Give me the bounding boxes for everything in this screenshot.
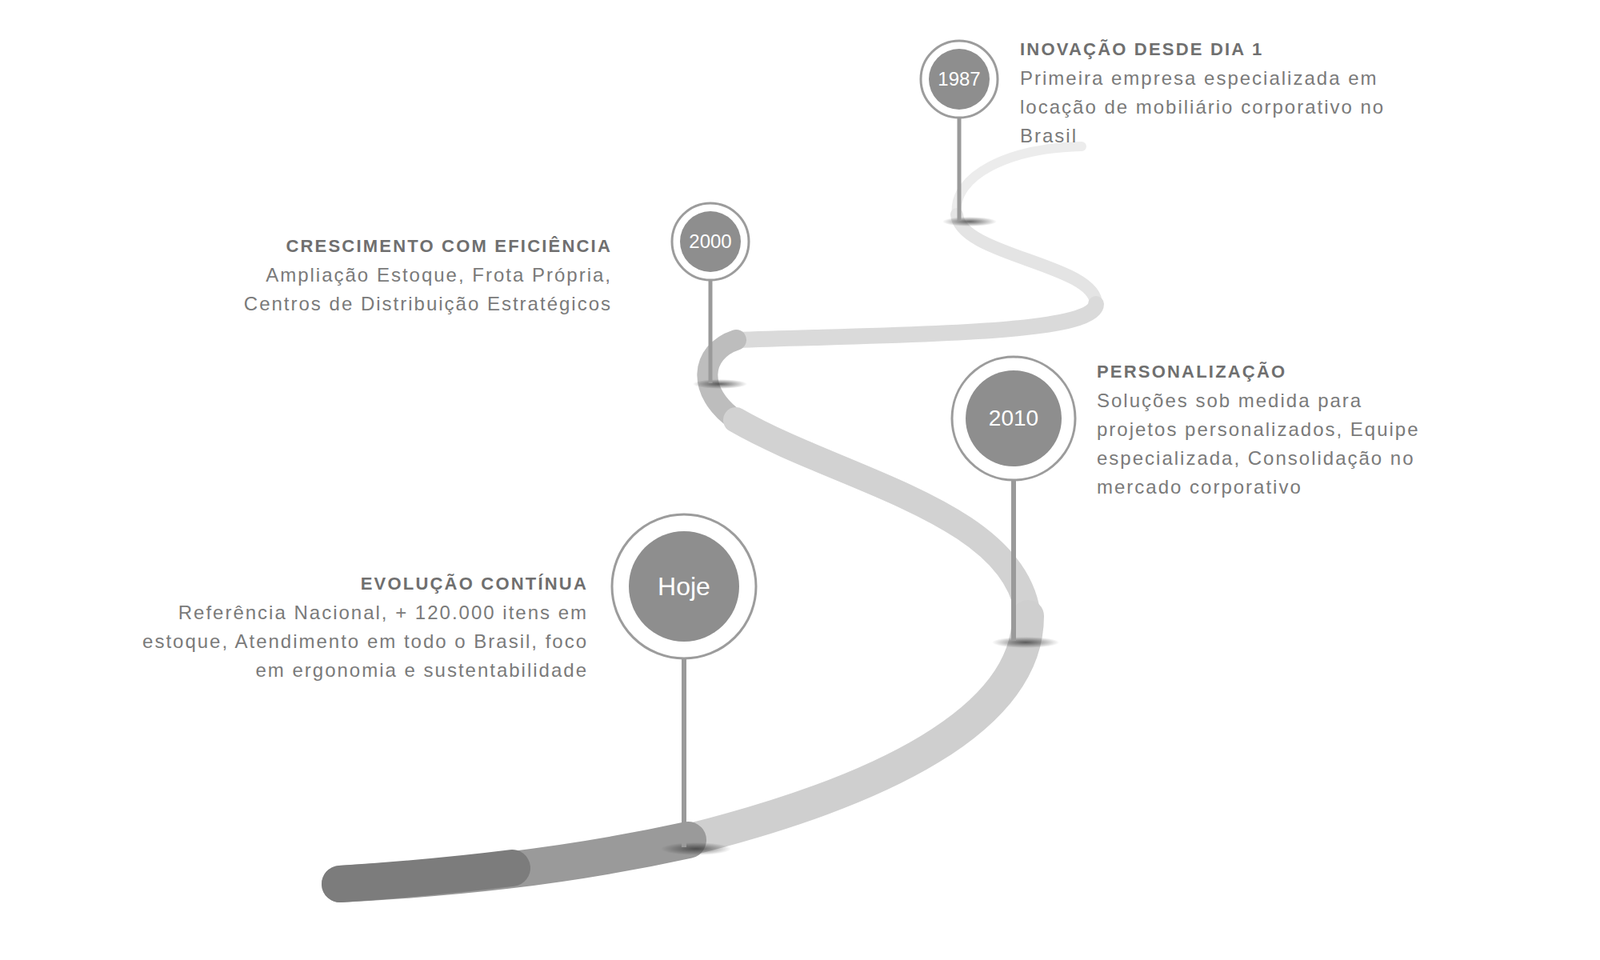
road-segment [956,214,1096,304]
pin-base [992,636,1060,648]
milestone-heading: CRESCIMENTO COM EFICIÊNCIA [224,234,612,259]
milestone-heading: EVOLUÇÃO CONTÍNUA [140,572,588,596]
milestone-caption: CRESCIMENTO COM EFICIÊNCIAAmpliação Esto… [224,234,612,319]
milestone-text: Soluções sob medida para projetos person… [1096,386,1433,502]
pin-pole [708,280,713,384]
marker-year: 2010 [949,354,1078,483]
milestone-caption: EVOLUÇÃO CONTÍNUAReferência Nacional, + … [140,572,588,685]
timeline-marker: 2010PERSONALIZAÇÃOSoluções sob medida pa… [949,354,1078,483]
milestone-heading: INOVAÇÃO DESDE DIA 1 [1020,37,1420,62]
road-segment [340,868,512,884]
road-segment [956,146,1082,215]
milestone-text: Referência Nacional, + 120.000 itens em … [140,598,588,685]
road-segment [340,840,688,884]
milestone-text: Primeira empresa especializada em locaçã… [1020,64,1420,151]
timeline-marker: 1987INOVAÇÃO DESDE DIA 1Primeira empresa… [918,38,1000,120]
pin-pole [1011,480,1016,641]
pin-pole [957,118,962,221]
pin-base [942,216,997,227]
road-segment [736,304,1096,340]
milestone-heading: PERSONALIZAÇÃO [1096,360,1433,384]
marker-year: Hoje [609,512,759,661]
marker-year: 2000 [669,200,752,283]
pin-base [660,842,732,856]
pin-pole [681,658,687,848]
milestone-caption: PERSONALIZAÇÃOSoluções sob medida para p… [1096,360,1433,502]
milestone-text: Ampliação Estoque, Frota Própria, Centro… [224,260,612,319]
pin-base [692,379,748,389]
winding-road [340,146,1096,884]
marker-year: 1987 [918,38,1000,120]
road-segment [688,616,1028,840]
timeline-marker: HojeEVOLUÇÃO CONTÍNUAReferência Nacional… [609,512,759,661]
pins [660,118,1060,856]
milestone-caption: INOVAÇÃO DESDE DIA 1Primeira empresa esp… [1020,37,1420,151]
timeline-marker: 2000CRESCIMENTO COM EFICIÊNCIAAmpliação … [669,200,752,283]
